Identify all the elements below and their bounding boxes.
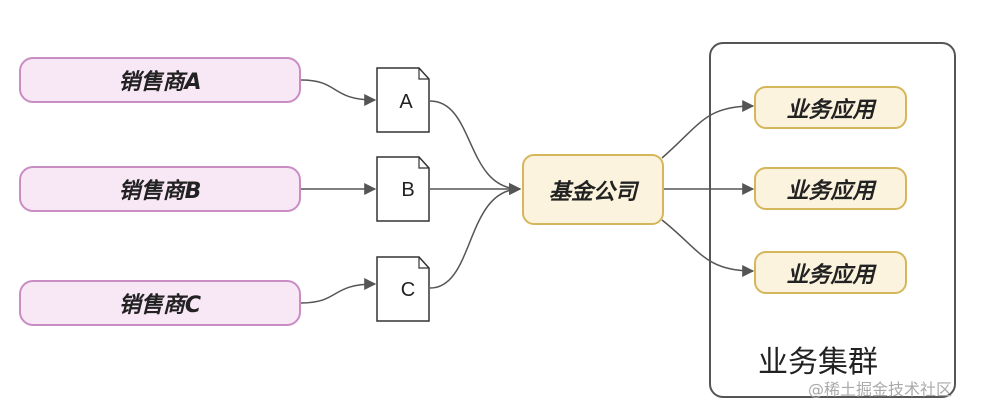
seller-b: 销售商B	[19, 166, 301, 212]
document-a: A	[376, 67, 430, 133]
edge-doc-a-fund	[429, 100, 522, 195]
business-app-1: 业务应用	[754, 86, 907, 129]
edge-seller-a-doc-a	[300, 79, 377, 106]
document-c-label: C	[401, 279, 415, 301]
document-c: C	[376, 256, 430, 322]
business-app-3: 业务应用	[754, 251, 907, 294]
document-b: B	[376, 156, 430, 222]
edge-doc-c-fund	[429, 183, 522, 289]
business-app-2: 业务应用	[754, 167, 907, 210]
fund-company: 基金公司	[522, 154, 664, 225]
edge-seller-c-doc-c	[300, 278, 377, 304]
cluster-label: 业务集群	[758, 345, 878, 380]
edge-fund-app-3	[661, 219, 755, 277]
seller-a: 销售商A	[19, 57, 301, 103]
document-a-label: A	[399, 91, 413, 113]
edge-fund-app-1	[661, 100, 755, 159]
seller-c: 销售商C	[19, 280, 301, 326]
document-b-label: B	[401, 179, 414, 201]
watermark: @稀土掘金技术社区	[808, 380, 953, 399]
